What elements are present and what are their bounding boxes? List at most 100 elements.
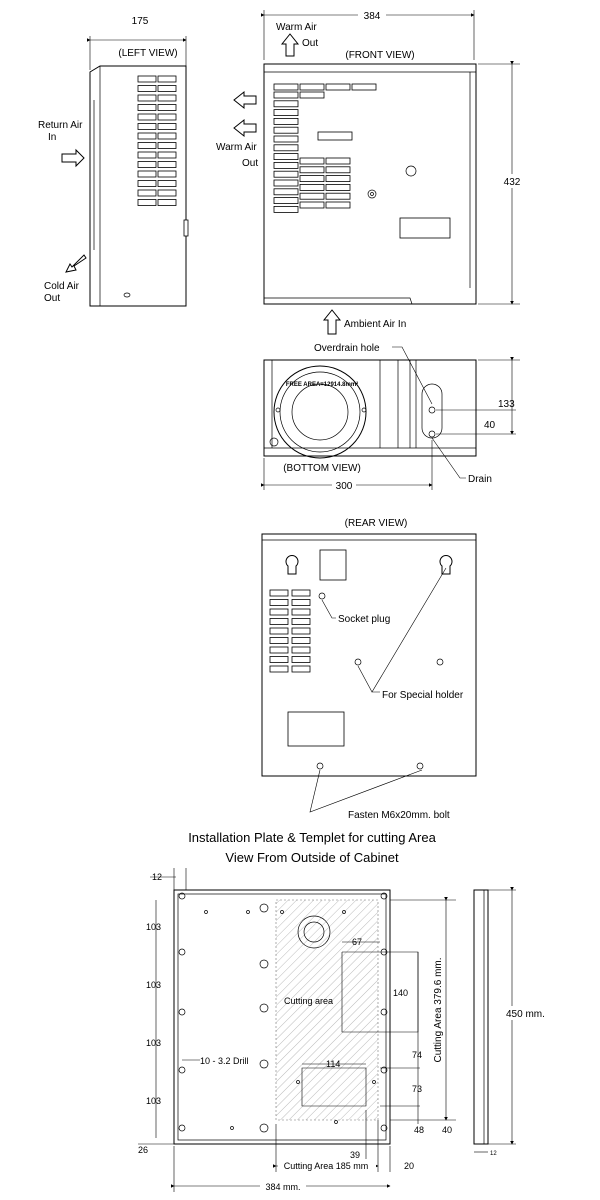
front-view: 384 Warm Air Out (FRONT VIEW) Warm Air O… [216,8,526,335]
bolt-hole [259,903,269,913]
small-hole [334,1120,338,1124]
vent-slot [273,126,299,134]
dim-103-1: 103 [146,922,161,932]
vent-slot [137,75,157,83]
cutting-area [275,899,379,1121]
front-view-vent-grid [273,83,377,213]
dim-114: 114 [326,1059,340,1069]
dim-140: 140 [393,988,408,998]
vent-slot [299,175,325,183]
cold-air-label-line2: Out [44,293,60,304]
return-air-arrow-icon [61,148,85,168]
front-view-height-dim: 432 [504,177,521,188]
vent-slot [291,618,311,625]
vent-slot [137,180,157,187]
dim-12-top: 12 [152,872,162,882]
drill-hole [380,1066,388,1074]
drill-hole [178,948,186,956]
vent-slot [291,665,311,673]
dim-26: 26 [138,1145,148,1155]
installation-plate-outline [173,889,391,1145]
plate-side-profile [473,889,489,1145]
drill-hole [178,1008,186,1016]
overdrain-hole [428,406,436,414]
vent-slot [299,83,325,91]
dim-67: 67 [352,937,362,947]
vent-slot [291,627,311,635]
vent-slot [291,608,311,616]
ambient-air-label: Ambient Air In [344,319,406,330]
rear-view: (REAR VIEW) Socket plug For Special hold… [261,518,477,821]
rear-view-vent-grid [269,589,311,673]
drill-hole [178,892,186,900]
vent-slot [273,153,299,161]
vent-slot [269,618,289,625]
socket-plug-label: Socket plug [338,614,390,625]
warm-air-top-label-line2: Out [302,38,318,49]
vent-slot [157,161,177,168]
ambient-air-arrow-icon [322,309,342,335]
rear-view-cabinet-outline [261,533,477,777]
bottom-view-outline [263,359,477,457]
vent-slot [273,135,299,143]
drain-hole [428,430,436,438]
vent-slot [157,180,177,187]
vent-slot [137,199,157,206]
vent-slot [299,183,325,191]
vent-slot [325,157,351,165]
free-area-label: FREE AREA=12914.8mm² [286,381,358,388]
vent-slot [291,637,311,644]
vent-slot [325,183,351,191]
dim-20: 20 [404,1161,414,1171]
vent-slot [273,188,299,196]
vent-slot [325,201,351,209]
installation-title: Installation Plate & Templet for cutting… [188,830,436,845]
left-view-vent-grid [137,75,177,206]
drill-hole [380,1124,388,1132]
vent-slot [137,85,157,92]
fasten-bolt-label: Fasten M6x20mm. bolt [348,810,450,821]
drill-hole [380,892,388,900]
cold-air-arrow-icon [65,254,87,273]
cutting-height-label: Cutting Area 379.6 mm. [433,957,444,1062]
vent-slot [269,656,289,663]
vent-slot [137,132,157,140]
vent-slot [325,175,351,183]
vent-slot [137,142,157,149]
vent-slot [269,646,289,654]
dim-103-3: 103 [146,1038,161,1048]
vent-slot [157,113,177,121]
vent-slot [291,599,311,606]
bottom-view: Overdrain hole FREE AREA=12914.8mm² Drai… [261,343,520,492]
vent-slot [137,161,157,168]
vent-slot [291,646,311,654]
bottom-depth-dim: 133 [498,399,515,410]
vent-slot [291,589,311,597]
small-hole [230,1126,234,1130]
front-view-title: (FRONT VIEW) [345,50,414,61]
small-hole [372,1080,376,1084]
vent-slot [157,199,177,206]
vent-slot [299,91,325,99]
bottom-hole-dim: 40 [484,420,496,431]
dim-103-2: 103 [146,980,161,990]
vent-slot [137,113,157,121]
drill-label: 10 - 3.2 Drill [200,1056,249,1066]
vent-slot [299,192,325,200]
installation-subtitle: View From Outside of Cabinet [225,850,399,865]
small-hole [204,910,208,914]
return-air-label: Return Air [38,120,83,131]
cable-gland [297,915,331,949]
overdrain-label: Overdrain hole [314,343,380,354]
vent-slot [325,166,351,174]
vent-slot [137,151,157,159]
drill-hole [178,1124,186,1132]
vent-slot [269,608,289,616]
vent-slot [269,637,289,644]
drain-label: Drain [468,474,492,485]
vent-slot [325,83,351,91]
vent-slot [299,166,325,174]
vent-slot [273,205,299,213]
vent-slot [273,118,299,125]
bolt-hole [259,1059,269,1069]
